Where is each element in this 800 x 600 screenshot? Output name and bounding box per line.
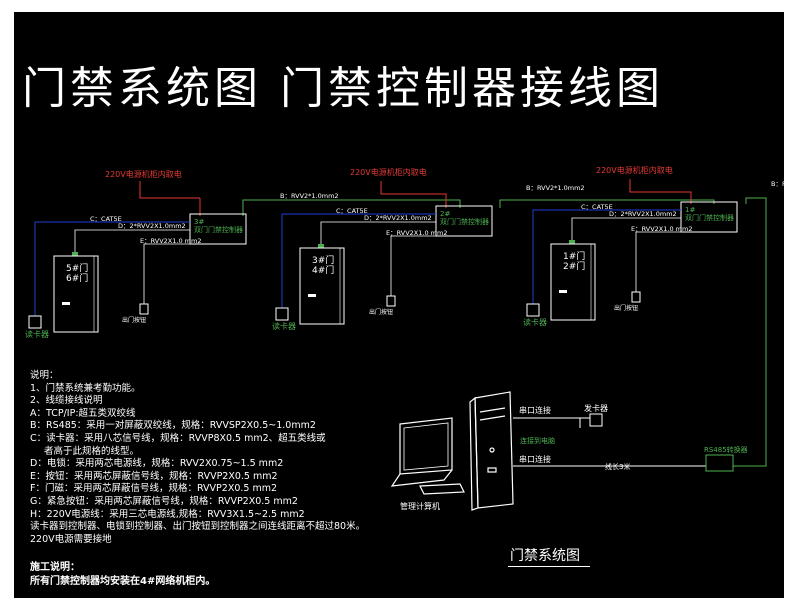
exit-button-icon: [631, 291, 641, 303]
drawing-canvas: [14, 12, 784, 598]
lock-icon: [72, 252, 78, 256]
connect-to-pc-label: 连接到电脑: [520, 437, 555, 445]
reader-cable-line: [34, 221, 190, 316]
power-line: [139, 181, 200, 199]
serial-connection-label: 串口连接: [519, 455, 551, 464]
serial-connection-label: 串口连接: [519, 406, 551, 415]
lock-cable-line: [571, 217, 681, 240]
exit-button-label: 出门按钮: [122, 317, 147, 324]
power-line: [629, 179, 692, 204]
note-line: A：TCP/IP:超五类双绞线: [30, 407, 136, 419]
button-cable-line: [143, 243, 196, 304]
card-reader-label: 读卡器: [25, 330, 49, 339]
note-line: B：RS485：采用一对屏蔽双绞线，规格：RVVSP2X0.5~1.0mm2: [30, 420, 316, 432]
reader-cable-line: [532, 209, 681, 304]
rs485-bus-line: [242, 199, 461, 216]
line-length-label: 线长3米: [605, 463, 631, 471]
exit-button-label: 出门按钮: [614, 305, 639, 312]
exit-button-icon: [386, 295, 396, 307]
rs485-bus-line: [733, 197, 767, 467]
power-source-label: 220V电源机柜内取电: [596, 166, 673, 175]
card-reader-label: 读卡器: [272, 322, 296, 331]
cable-b-label: B：RVV2*1.0mm2: [280, 192, 339, 200]
exit-button-icon: [139, 303, 149, 315]
note-line: H：220V电源线：采用三芯电源线,规格：RVV3X1.5~2.5 mm2: [30, 508, 305, 520]
reader-cable-line: [281, 213, 436, 308]
serial-line-1: [513, 417, 581, 428]
door-label: 3#门 4#门: [312, 256, 335, 277]
notes-block: 说明： 1、门禁系统兼考勤功能。 2、线缆接线说明 A：TCP/IP:超五类双绞…: [30, 370, 365, 546]
note-line: 说明：: [30, 370, 59, 381]
card-issuer-label: 发卡器: [584, 404, 608, 413]
door-outline: [550, 243, 596, 321]
controller-box: [435, 205, 493, 237]
note-line: E：按钮：采用两芯屏蔽信号线，规格：RVVP2X0.5 mm2: [30, 470, 278, 482]
cable-e-label: E：RVV2X1.0 mm2: [386, 229, 448, 237]
door-outline: [53, 255, 99, 333]
power-line: [380, 181, 447, 208]
note-line: D：电锁：采用两芯电源线，规格：RVV2X0.75~1.5 mm2: [30, 458, 284, 470]
cable-c-label: C：CAT5E: [336, 207, 368, 215]
cable-c-label: C：CAT5E: [581, 203, 613, 211]
note-line: 者高于此规格的线型。: [44, 445, 140, 457]
controller-box: [680, 201, 738, 233]
work-instructions-title: 施工说明：: [30, 562, 80, 573]
door-handle-icon: [308, 294, 316, 297]
rs485-converter-label: RS485转换器: [704, 446, 748, 454]
power-source-label: 220V电源机柜内取电: [350, 168, 427, 177]
exit-button-label: 出门按钮: [369, 309, 394, 316]
card-reader-label: 读卡器: [523, 318, 547, 327]
button-cable-line: [390, 235, 442, 296]
rs485-converter-box: [705, 454, 734, 472]
cable-e-label: E：RVV2X1.0 mm2: [140, 237, 202, 245]
cable-b-label: B：RVV2*1.0mm2: [771, 180, 800, 188]
computer-icon: [390, 391, 514, 511]
card-issuer-icon: [589, 413, 603, 427]
door-handle-icon: [62, 302, 70, 305]
door-label: 1#门 2#门: [563, 252, 586, 273]
note-line: F：门磁：采用两芯屏蔽信号线，规格：RVVP2X0.5 mm2: [30, 483, 278, 495]
note-line: 读卡器到控制器、电锁到控制器、出门按钮到控制器之间连线距离不超过80米。: [30, 521, 366, 533]
door-outline: [299, 247, 345, 325]
system-diagram-label: 门禁系统图: [510, 548, 580, 564]
note-line: 220V电源需要接地: [30, 533, 112, 545]
cable-e-label: E：RVV2X1.0 mm2: [631, 225, 693, 233]
work-instructions-text: 所有门禁控制器均安装在4#网络机柜内。: [30, 576, 216, 587]
cable-d-label: D：2*RVV2X1.0mm2: [364, 214, 432, 222]
note-line: 1、门禁系统兼考勤功能。: [30, 382, 141, 394]
controller-label: 2# 双门门禁控制器: [440, 210, 489, 227]
controller-box: [189, 213, 247, 245]
cable-d-label: D：2*RVV2X1.0mm2: [609, 210, 677, 218]
management-pc-label: 管理计算机: [400, 502, 440, 511]
lock-cable-line: [74, 229, 190, 252]
cable-b-label: B：RVV2*1.0mm2: [526, 184, 585, 192]
system-label-underline: [508, 566, 590, 567]
cable-d-label: D：2*RVV2X1.0mm2: [118, 222, 186, 230]
note-line: G：紧急按钮：采用两芯屏蔽信号线，规格：RVVP2X0.5 mm2: [30, 495, 298, 507]
card-reader-icon: [526, 303, 540, 317]
door-handle-icon: [559, 290, 567, 293]
controller-label: 3# 双门门禁控制器: [194, 218, 243, 235]
lock-cable-line: [320, 221, 436, 244]
power-source-label: 220V电源机柜内取电: [105, 170, 182, 179]
card-reader-icon: [275, 307, 289, 321]
controller-label: 1# 双门门禁控制器: [685, 206, 734, 223]
note-line: 2、线缆接线说明: [30, 395, 103, 407]
button-cable-line: [635, 231, 687, 292]
door-label: 5#门 6#门: [66, 264, 89, 285]
lock-icon: [318, 244, 324, 248]
page-title: 门禁系统图 门禁控制器接线图: [22, 63, 664, 114]
card-reader-icon: [28, 315, 42, 329]
lock-icon: [569, 240, 575, 244]
cable-c-label: C：CAT5E: [90, 215, 122, 223]
note-line: C：读卡器：采用八芯信号线，规格：RVVP8X0.5 mm2、超五类线或: [30, 432, 326, 444]
